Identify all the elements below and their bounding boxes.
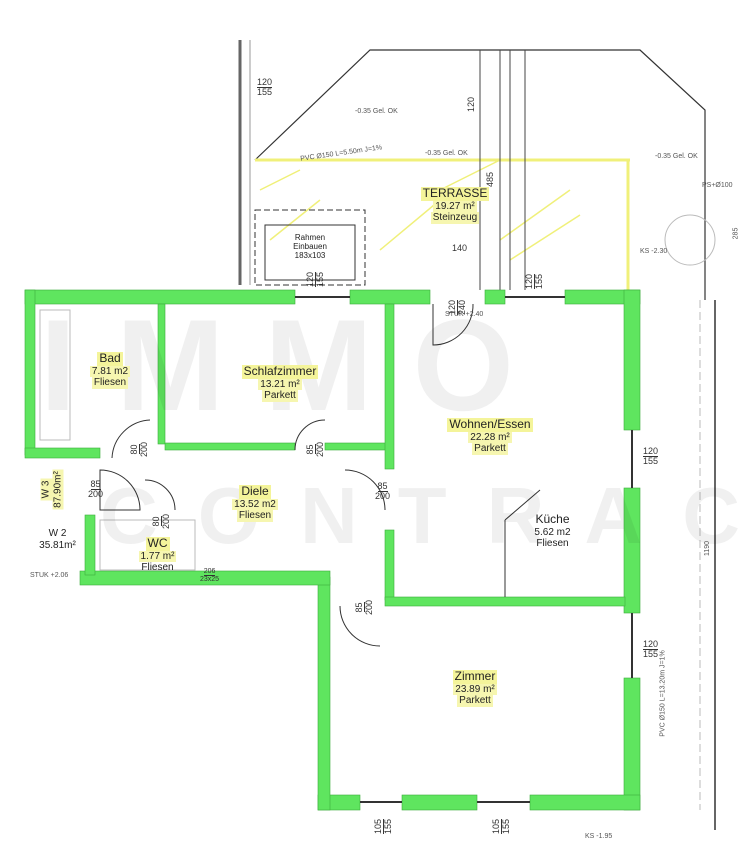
room-area: 13.52 m2 bbox=[232, 498, 278, 511]
room-name: Zimmer bbox=[452, 669, 498, 684]
rahmen-label: Rahmen Einbauen 183x103 bbox=[280, 233, 340, 261]
room-name: W 2 bbox=[48, 528, 67, 539]
room-floor: Fliesen bbox=[91, 377, 129, 389]
note: STUK +2.40 bbox=[445, 311, 484, 318]
dimension-value: 120 bbox=[257, 77, 273, 88]
room-area: 23.89 m² bbox=[453, 683, 497, 696]
room-schlafzimmer: Schlafzimmer 13.21 m² Parkett bbox=[230, 364, 330, 402]
room-name: Diele bbox=[239, 484, 271, 499]
note: PS+Ø100 bbox=[702, 182, 733, 189]
dimension-value: 155 bbox=[501, 818, 512, 835]
note: PVC Ø150 L=13.20m J=1% bbox=[659, 650, 667, 737]
room-area: 87.90m² bbox=[52, 469, 64, 510]
dimension-value: 200 bbox=[315, 441, 326, 458]
room-floor: Fliesen bbox=[536, 538, 569, 550]
room-wc: WC 1.77 m² Fliesen bbox=[130, 536, 185, 574]
room-kueche: Küche 5.62 m2 Fliesen bbox=[520, 512, 585, 550]
room-name: TERRASSE bbox=[420, 186, 490, 201]
dimension-value: 120 bbox=[643, 639, 659, 650]
note: STUK +2.06 bbox=[30, 572, 69, 579]
room-name: Wohnen/Essen bbox=[447, 417, 533, 432]
room-zimmer: Zimmer 23.89 m² Parkett bbox=[440, 669, 510, 707]
note: KS -1.95 bbox=[585, 833, 613, 840]
dimension-value: 155 bbox=[257, 87, 273, 97]
room-name: Bad bbox=[97, 351, 123, 366]
dimension-value: 23x25 bbox=[200, 576, 220, 583]
dimension-value: 155 bbox=[383, 818, 394, 835]
dimension-value: 200 bbox=[161, 513, 172, 530]
dimension-value: 206 bbox=[203, 568, 216, 576]
dimension-value: 120 bbox=[643, 446, 659, 457]
terrace-outline bbox=[254, 49, 706, 300]
room-diele: Diele 13.52 m2 Fliesen bbox=[220, 484, 290, 522]
room-floor: Parkett bbox=[262, 390, 298, 402]
room-area: 19.27 m² bbox=[433, 200, 477, 213]
note: 1190 bbox=[704, 540, 712, 557]
note: 285 bbox=[732, 227, 740, 240]
room-area: 13.21 m² bbox=[258, 378, 302, 391]
room-name: Küche bbox=[535, 512, 570, 526]
room-area: 5.62 m2 bbox=[534, 526, 571, 538]
walls bbox=[24, 289, 641, 811]
dimension-value: 200 bbox=[364, 599, 375, 616]
rahmen-line: Rahmen bbox=[294, 233, 326, 242]
room-w2: W 2 35.81m² bbox=[30, 528, 85, 551]
terrace-hatch bbox=[259, 159, 581, 261]
dimension-value: 155 bbox=[534, 273, 545, 290]
note: -0.35 Gel. OK bbox=[355, 108, 398, 115]
room-area: 7.81 m2 bbox=[89, 365, 131, 378]
dimension-label: 120 bbox=[466, 96, 477, 113]
room-floor: Fliesen bbox=[236, 510, 274, 522]
room-w3: W 3 87.90m² bbox=[40, 460, 64, 520]
room-area: 1.77 m² bbox=[138, 550, 177, 563]
dimension-value: 200 bbox=[88, 489, 104, 499]
room-floor: Steinzeug bbox=[430, 212, 480, 224]
dimension-label: 485 bbox=[485, 171, 496, 188]
dimension-value: 155 bbox=[643, 456, 659, 466]
room-name: WC bbox=[145, 536, 170, 551]
note: -0.35 Gel. OK bbox=[655, 153, 698, 160]
room-floor: Parkett bbox=[457, 695, 493, 707]
note: -0.35 Gel. OK bbox=[425, 150, 468, 157]
dimension-label: 140 bbox=[452, 243, 468, 253]
dimension-value: 155 bbox=[315, 271, 326, 288]
room-bad: Bad 7.81 m2 Fliesen bbox=[80, 351, 140, 389]
rahmen-line: Einbauen bbox=[293, 242, 327, 252]
dimension-value: 200 bbox=[375, 491, 391, 501]
dimension-value: 85 bbox=[377, 481, 388, 492]
dimension-value: 200 bbox=[139, 441, 150, 458]
rahmen-line: 183x103 bbox=[294, 251, 326, 261]
doors bbox=[99, 303, 541, 647]
room-wohnen-essen: Wohnen/Essen 22.28 m² Parkett bbox=[435, 417, 545, 455]
room-area: 35.81m² bbox=[39, 539, 76, 551]
room-name: W 3 bbox=[40, 478, 52, 501]
room-area: 22.28 m² bbox=[468, 431, 512, 444]
room-floor: Parkett bbox=[472, 443, 508, 455]
room-floor: Fliesen bbox=[141, 562, 174, 574]
room-terrasse: TERRASSE 19.27 m² Steinzeug bbox=[410, 186, 500, 224]
note: KS -2.30 bbox=[640, 248, 668, 255]
dimension-value: 155 bbox=[643, 649, 659, 659]
windows bbox=[295, 296, 633, 803]
room-name: Schlafzimmer bbox=[241, 364, 319, 379]
dimension-value: 85 bbox=[90, 479, 101, 490]
